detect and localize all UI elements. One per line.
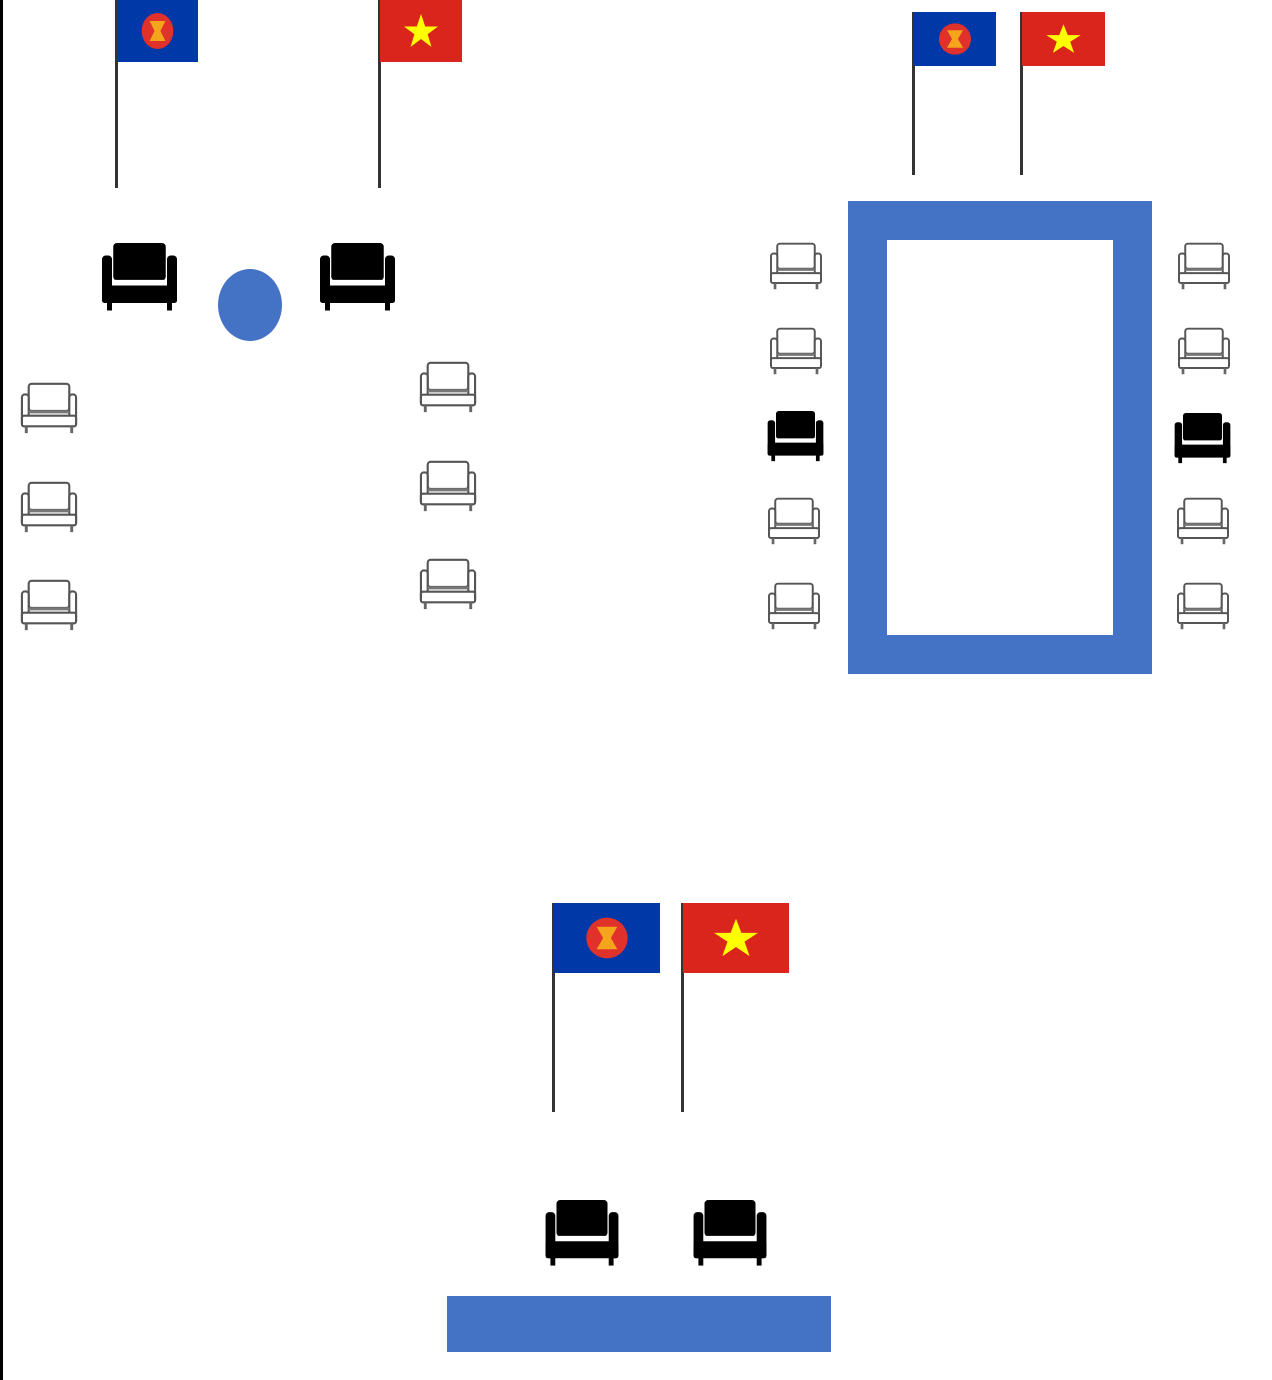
left-border <box>0 0 3 1380</box>
armchair-filled-icon <box>691 1200 769 1268</box>
armchair-filled-icon <box>320 242 395 313</box>
vietnam-flag-icon <box>380 0 462 62</box>
armchair-outline-icon <box>767 582 821 631</box>
armchair-outline-icon <box>419 460 477 513</box>
rectangular-table <box>848 201 1152 674</box>
armchair-outline-icon <box>20 579 78 632</box>
armchair-outline-icon <box>419 558 477 611</box>
asean-flag-icon <box>914 12 996 66</box>
armchair-filled-icon <box>766 411 825 463</box>
vietnam-flag-icon <box>1022 12 1105 66</box>
group-conference-table <box>766 12 1232 674</box>
armchair-filled-icon <box>102 242 177 313</box>
armchair-outline-icon <box>1176 582 1230 631</box>
flagpole <box>1020 12 1023 175</box>
long-table <box>447 1296 831 1352</box>
flagpole <box>912 12 915 175</box>
armchair-outline-icon <box>767 497 821 546</box>
armchair-filled-icon <box>1173 413 1232 465</box>
asean-flag-icon <box>554 903 660 973</box>
armchair-outline-icon <box>769 327 823 376</box>
vietnam-flag-icon <box>683 903 789 973</box>
asean-flag-icon <box>117 0 198 62</box>
armchair-outline-icon <box>20 481 78 534</box>
armchair-outline-icon <box>1177 327 1231 376</box>
flagpole <box>378 0 381 188</box>
flagpole <box>681 903 684 1112</box>
group-signing-table <box>447 903 831 1352</box>
armchair-outline-icon <box>1176 497 1230 546</box>
armchair-outline-icon <box>1177 242 1231 291</box>
flagpole <box>115 0 118 188</box>
armchair-outline-icon <box>20 382 78 435</box>
armchair-outline-icon <box>769 242 823 291</box>
flagpole <box>552 903 555 1112</box>
armchair-outline-icon <box>419 361 477 414</box>
group-informal-meeting <box>20 0 477 632</box>
armchair-filled-icon <box>543 1200 621 1268</box>
round-side-table <box>218 269 282 341</box>
